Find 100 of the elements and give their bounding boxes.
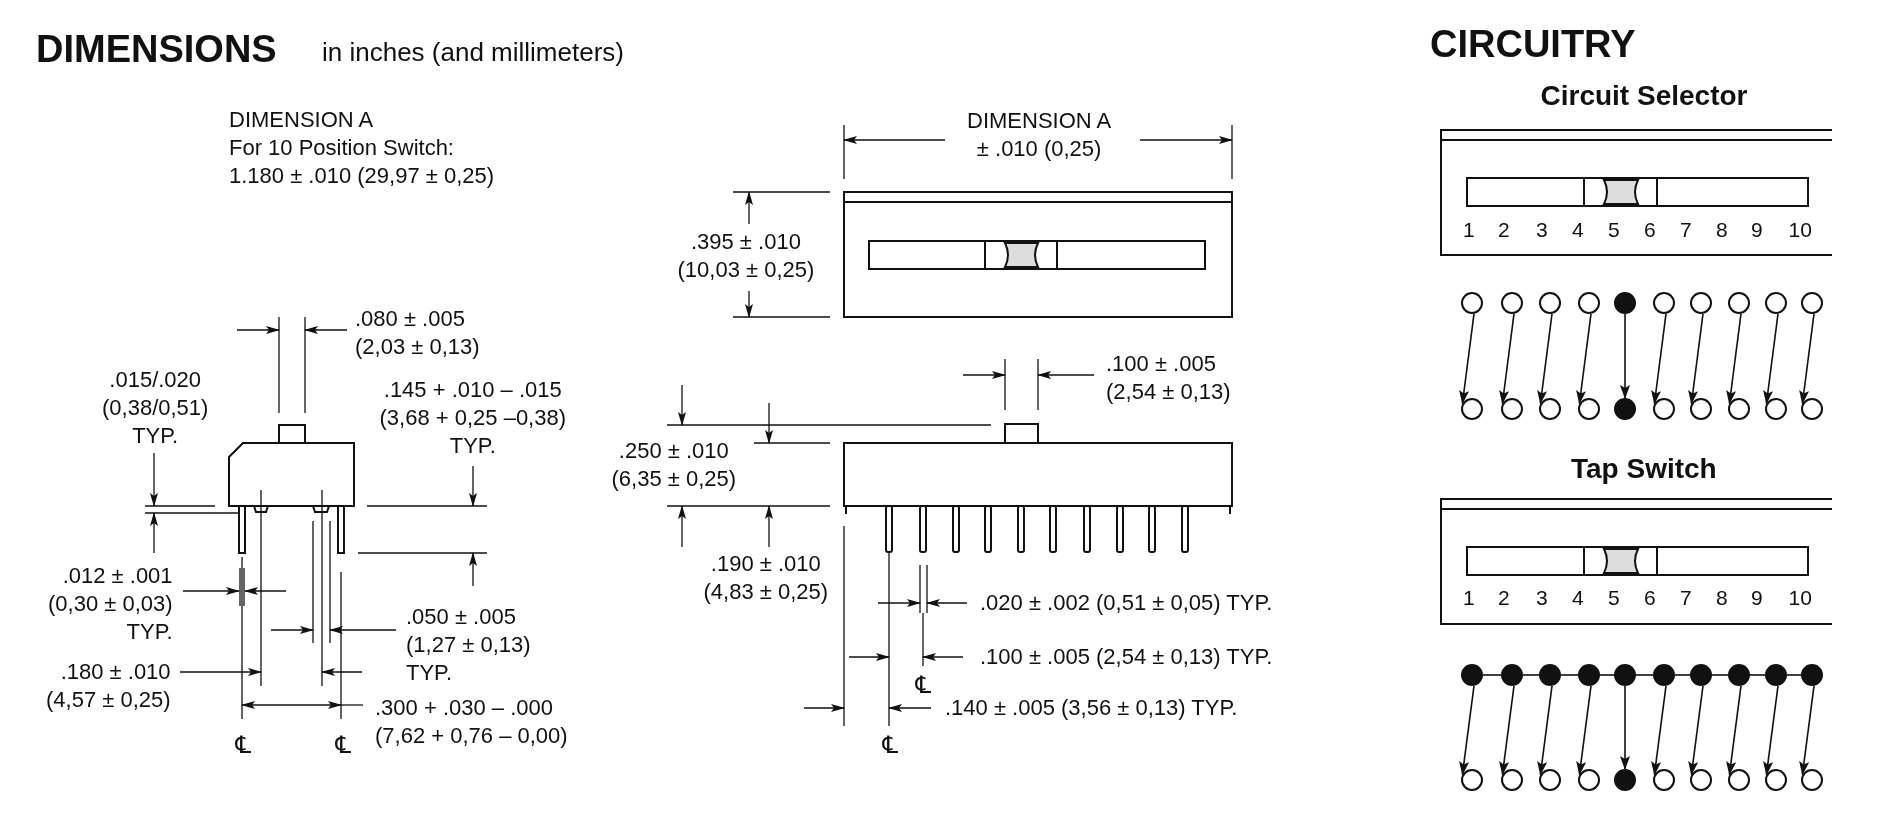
terminal-circle [1690, 664, 1712, 686]
arrow [1763, 313, 1779, 405]
arrow [1688, 313, 1704, 405]
position-number: 4 [1572, 584, 1584, 611]
terminal-circle [1501, 398, 1523, 420]
arrow [1576, 313, 1592, 405]
position-number: 5 [1608, 584, 1620, 611]
terminal-circle [1690, 292, 1712, 314]
terminal-circle [1539, 769, 1561, 791]
dimension-label: .015/.020 (0,38/0,51) TYP. [102, 366, 209, 450]
terminal-circle [1461, 398, 1483, 420]
dimension-label: .300 + .030 – .000 (7,62 + 0,76 – 0,00) [375, 694, 568, 750]
subheading: Tap Switch [1571, 452, 1717, 486]
dimension-label: .100 ± .005 (2,54 ± 0,13) TYP. [980, 643, 1273, 671]
terminal-circle [1690, 769, 1712, 791]
connector-line [1599, 674, 1615, 676]
arrow [1576, 685, 1592, 776]
arrow [1726, 685, 1742, 776]
terminal-circle [1614, 769, 1636, 791]
position-number: 4 [1572, 216, 1584, 243]
centerline-symbol: ℄ [335, 729, 351, 761]
position-number: 8 [1716, 216, 1728, 243]
dimension-label: .140 ± .005 (3,56 ± 0,13) TYP. [945, 694, 1238, 722]
position-number: 5 [1608, 216, 1620, 243]
position-number: 3 [1536, 216, 1548, 243]
arrow [1620, 313, 1630, 399]
terminal-circle [1765, 664, 1787, 686]
subheading: Circuit Selector [1540, 79, 1748, 113]
subtitle: in inches (and millimeters) [322, 35, 624, 69]
dimension-label: .020 ± .002 (0,51 ± 0,05) TYP. [980, 589, 1273, 617]
position-number: 1 [1463, 584, 1475, 611]
position-number: 1 [1463, 216, 1475, 243]
arrow [1763, 685, 1779, 776]
connector-line [1711, 674, 1729, 676]
terminal-circle [1801, 398, 1823, 420]
arrow [1688, 685, 1704, 776]
terminal-circle [1801, 769, 1823, 791]
heading: DIMENSIONS [36, 27, 277, 72]
arrow [1537, 685, 1553, 776]
arrow [1499, 313, 1515, 405]
connector-line [1522, 674, 1540, 676]
terminal-circle [1728, 398, 1750, 420]
position-number: 8 [1716, 584, 1728, 611]
arrow [1459, 685, 1475, 776]
dimension-label: .145 + .010 – .015 (3,68 + 0,25 –0,38) TYP. [379, 376, 567, 460]
arrow [1651, 685, 1667, 776]
centerline-symbol: ℄ [915, 669, 931, 701]
terminal-circle [1653, 292, 1675, 314]
note-text: DIMENSION A For 10 Position Switch: 1.180 ± .010 (29,97 ± 0,25) [229, 106, 495, 190]
terminal-circle [1653, 769, 1675, 791]
position-number: 3 [1536, 584, 1548, 611]
position-number: 10 [1788, 216, 1812, 243]
terminal-circle [1690, 398, 1712, 420]
connector-line [1635, 674, 1654, 676]
position-number: 7 [1680, 216, 1692, 243]
terminal-circle [1614, 664, 1636, 686]
dimension-label: .012 ± .001 (0,30 ± 0,03) TYP. [48, 562, 173, 646]
terminal-circle [1461, 769, 1483, 791]
terminal-circle [1501, 769, 1523, 791]
dimension-label: .050 ± .005 (1,27 ± 0,13) TYP. [406, 603, 531, 687]
arrow [1799, 313, 1815, 405]
position-number: 9 [1751, 216, 1763, 243]
arrow [1651, 313, 1667, 405]
terminal-circle [1539, 664, 1561, 686]
terminal-circle [1653, 398, 1675, 420]
arrow [1799, 685, 1815, 776]
terminal-circle [1578, 769, 1600, 791]
connector-line [1786, 674, 1802, 676]
terminal-circle [1614, 398, 1636, 420]
terminal-circle [1728, 664, 1750, 686]
position-number: 7 [1680, 584, 1692, 611]
terminal-circle [1501, 292, 1523, 314]
connector-line [1749, 674, 1766, 676]
terminal-circle [1614, 292, 1636, 314]
position-number: 2 [1498, 216, 1510, 243]
position-number: 10 [1788, 584, 1812, 611]
terminal-circle [1801, 664, 1823, 686]
terminal-circle [1461, 664, 1483, 686]
position-number: 6 [1644, 216, 1656, 243]
position-number: 6 [1644, 584, 1656, 611]
dimension-label: .080 ± .005 (2,03 ± 0,13) [355, 305, 480, 361]
terminal-circle [1653, 664, 1675, 686]
terminal-circle [1765, 398, 1787, 420]
heading: CIRCUITRY [1430, 21, 1636, 67]
terminal-circle [1539, 398, 1561, 420]
dimension-label: DIMENSION A ± .010 (0,25) [967, 107, 1112, 163]
position-number: 2 [1498, 584, 1510, 611]
terminal-circle [1578, 664, 1600, 686]
terminal-circle [1728, 292, 1750, 314]
centerline-symbol: ℄ [235, 729, 251, 761]
connector-line [1560, 674, 1579, 676]
terminal-circle [1461, 292, 1483, 314]
terminal-circle [1801, 292, 1823, 314]
arrow [1726, 313, 1742, 405]
terminal-circle [1578, 292, 1600, 314]
connector-line [1482, 674, 1502, 676]
connector-line [1674, 674, 1691, 676]
centerline-symbol: ℄ [882, 729, 898, 761]
dimension-label: .180 ± .010 (4,57 ± 0,25) [46, 658, 171, 714]
dimension-label: .100 ± .005 (2,54 ± 0,13) [1106, 350, 1231, 406]
